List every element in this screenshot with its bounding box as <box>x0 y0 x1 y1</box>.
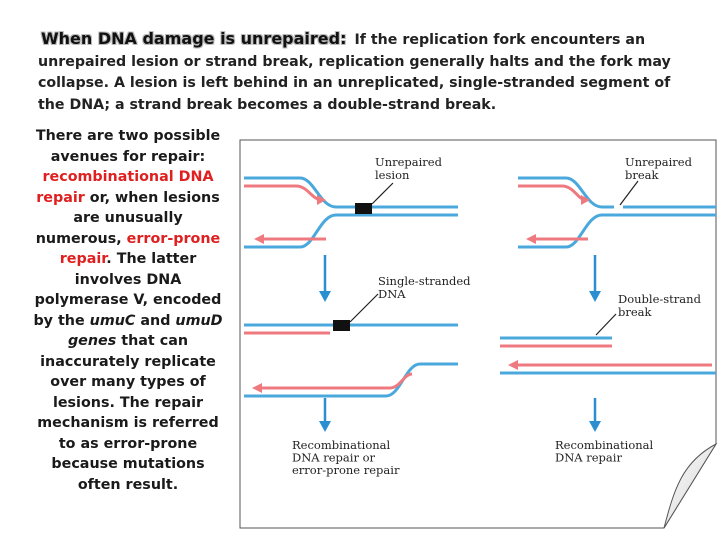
daughter-arrowhead <box>317 195 326 205</box>
parental-strand-bottom <box>518 213 716 249</box>
repair-text-2: or, when lesions are unusually numerous, <box>35 189 220 247</box>
down-arrow <box>589 255 601 302</box>
callout-line <box>371 182 394 205</box>
callout-line <box>349 293 379 323</box>
repair-text-3: . The latter involves DNA polymerase V, … <box>33 251 222 329</box>
callout-line <box>619 180 639 206</box>
intro-heading: When DNA damage is unrepaired: <box>41 29 347 48</box>
down-arrow <box>319 255 331 302</box>
parental-strand-top <box>244 176 458 209</box>
daughter-arrowhead <box>254 234 264 244</box>
daughter-arrowhead <box>581 195 590 205</box>
intro-text: If the replication fork encounters an un… <box>38 32 671 113</box>
down-arrow <box>589 398 601 432</box>
down-arrow <box>319 398 331 432</box>
repair-text-1: There are two possible avenues for repai… <box>35 128 221 165</box>
daughter-arrowhead <box>252 383 262 393</box>
callout-line <box>595 313 617 336</box>
daughter-arrowhead <box>508 360 518 370</box>
daughter-strand-bottom <box>260 372 413 390</box>
repair-text-5: that can inaccurately replicate over man… <box>37 333 219 493</box>
page-curl <box>663 442 718 529</box>
repair-text-4: and <box>135 312 176 329</box>
error-prone-repair-term: error-prone repair <box>59 230 221 268</box>
intro-paragraph: When DNA damage is unrepaired:If the rep… <box>38 28 688 116</box>
recombinational-repair-term: recombinational DNA repair <box>36 169 214 206</box>
umuC-gene: umuC <box>89 312 136 329</box>
umuD-genes: umuD genes <box>67 312 223 350</box>
parental-strand-top <box>518 176 614 209</box>
repair-description: There are two possible avenues for repai… <box>28 126 228 495</box>
lesion-marker <box>333 320 350 331</box>
lesion-marker <box>355 203 372 214</box>
parental-strand-bottom <box>244 213 458 249</box>
daughter-arrowhead <box>526 234 536 244</box>
